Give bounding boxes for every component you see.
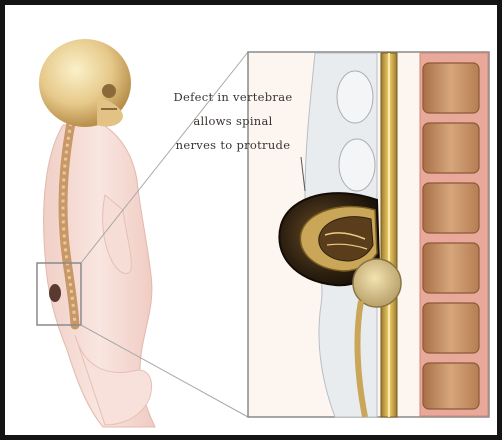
vertebra xyxy=(423,303,479,353)
vertebra xyxy=(423,123,479,173)
callout-line-3: nerves to protrude xyxy=(141,133,325,157)
vertebral-arch xyxy=(337,71,373,123)
vertebral-arch xyxy=(339,139,375,191)
eye-socket xyxy=(102,84,116,98)
vertebra xyxy=(423,183,479,233)
vertebra xyxy=(423,63,479,113)
lower-bulb xyxy=(353,259,401,307)
infant-figure xyxy=(37,39,155,427)
callout-line-2: allows spinal xyxy=(141,109,325,133)
defect-callout: Defect in vertebrae allows spinal nerves… xyxy=(141,85,325,157)
callout-line-1: Defect in vertebrae xyxy=(141,85,325,109)
vertebra xyxy=(423,363,479,409)
defect-spot xyxy=(49,284,61,302)
vertebra xyxy=(423,243,479,293)
spina-bifida-illustration xyxy=(5,5,497,435)
